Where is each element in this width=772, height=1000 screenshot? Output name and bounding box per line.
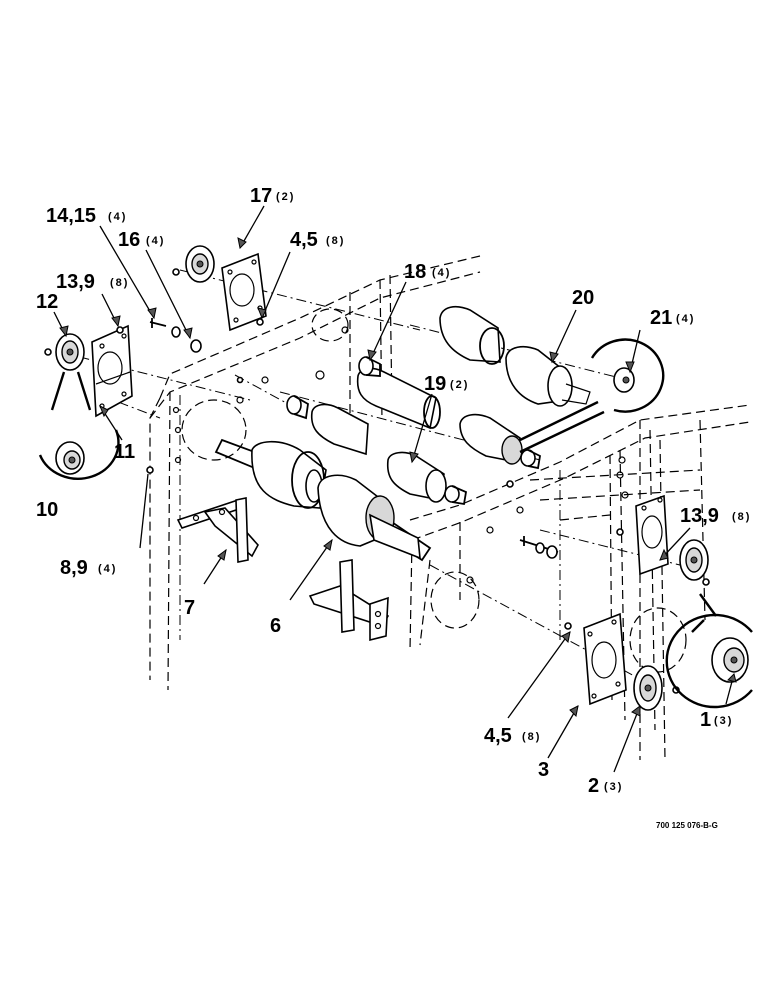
hardware-center xyxy=(236,376,559,559)
bearing-21-detail xyxy=(519,338,665,454)
callout-11-number: 11 xyxy=(114,441,135,463)
callout-1: 1 (3) xyxy=(700,709,733,731)
callout-13-9-right-number: 13,9 xyxy=(680,505,719,527)
callout-6: 6 xyxy=(270,615,281,637)
callout-8-9-qty: (4) xyxy=(98,563,117,575)
callout-18: 18 (4) xyxy=(404,261,451,283)
callout-13-9-left: 13,9 (8) xyxy=(56,271,129,293)
bearing-1-detail xyxy=(665,593,753,709)
callout-16-number: 16 xyxy=(118,229,140,251)
callout-14-15-qty: (4) xyxy=(108,211,127,223)
callout-4-5-top-qty: (8) xyxy=(326,235,345,247)
callout-17: 17 (2) xyxy=(250,185,295,207)
callout-1-number: 1 xyxy=(700,709,711,731)
flange-12 xyxy=(55,333,85,371)
callout-8-9-number: 8,9 xyxy=(60,557,88,579)
bearing-plate-11 xyxy=(91,324,133,418)
callout-12-number: 12 xyxy=(36,291,58,313)
drawing-number: 700 125 076-B-G xyxy=(656,821,718,830)
callout-2-number: 2 xyxy=(588,775,599,797)
bearing-10-detail xyxy=(38,371,120,480)
callout-13-9-right: 13,9 (8) xyxy=(680,505,751,527)
callout-17-number: 17 xyxy=(250,185,272,207)
callout-18-qty: (4) xyxy=(432,267,451,279)
callout-21: 21 (4) xyxy=(650,307,695,329)
callout-1-qty: (3) xyxy=(714,715,733,727)
bearing-plate-right-upper xyxy=(635,494,669,576)
bracket-7-upper xyxy=(176,497,259,563)
flange-2 xyxy=(564,622,680,711)
callout-16-qty: (4) xyxy=(146,235,165,247)
callout-20: 20 xyxy=(572,287,594,309)
callout-4-5-bottom-number: 4,5 xyxy=(484,725,512,747)
rollers-upper xyxy=(310,305,591,503)
bushings-18 xyxy=(286,356,541,506)
hardware-left xyxy=(44,318,202,474)
callout-4-5-bottom: 4,5 (8) xyxy=(484,725,541,747)
callout-13-9-left-number: 13,9 xyxy=(56,271,95,293)
callout-19: 19 (2) xyxy=(424,373,469,395)
callout-10-number: 10 xyxy=(36,499,58,521)
callout-4-5-top: 4,5 (8) xyxy=(290,229,345,251)
callout-3: 3 xyxy=(538,759,549,781)
callout-20-number: 20 xyxy=(572,287,594,309)
roller-6 xyxy=(214,438,432,562)
bracket-7-lower xyxy=(308,559,390,642)
flange-top xyxy=(172,245,264,326)
callout-14-15-number: 14,15 xyxy=(46,205,96,227)
callout-10: 10 xyxy=(36,499,58,521)
callout-21-qty: (4) xyxy=(676,313,695,325)
leader-lines xyxy=(53,205,737,773)
callout-16: 16 (4) xyxy=(118,229,165,251)
flange-right-upper xyxy=(616,528,710,586)
callout-14-15: 14,15 (4) xyxy=(46,205,127,227)
callout-21-number: 21 xyxy=(650,307,672,329)
callout-8-9: 8,9 (4) xyxy=(60,557,117,579)
callout-4-5-top-number: 4,5 xyxy=(290,229,318,251)
callout-2: 2 (3) xyxy=(588,775,623,797)
callout-7: 7 xyxy=(184,597,195,619)
callout-17-qty: (2) xyxy=(276,191,295,203)
callout-6-number: 6 xyxy=(270,615,281,637)
callout-12: 12 xyxy=(36,291,58,313)
callout-11: 11 xyxy=(114,441,135,463)
callout-2-qty: (3) xyxy=(604,781,623,793)
callout-19-number: 19 xyxy=(424,373,446,395)
callout-7-number: 7 xyxy=(184,597,195,619)
callout-3-number: 3 xyxy=(538,759,549,781)
callout-13-9-right-qty: (8) xyxy=(732,511,751,523)
callout-18-number: 18 xyxy=(404,261,426,283)
callout-4-5-bottom-qty: (8) xyxy=(522,731,541,743)
bearing-plate-3 xyxy=(583,612,627,706)
callout-13-9-left-qty: (8) xyxy=(110,277,129,289)
callout-19-qty: (2) xyxy=(450,379,469,391)
